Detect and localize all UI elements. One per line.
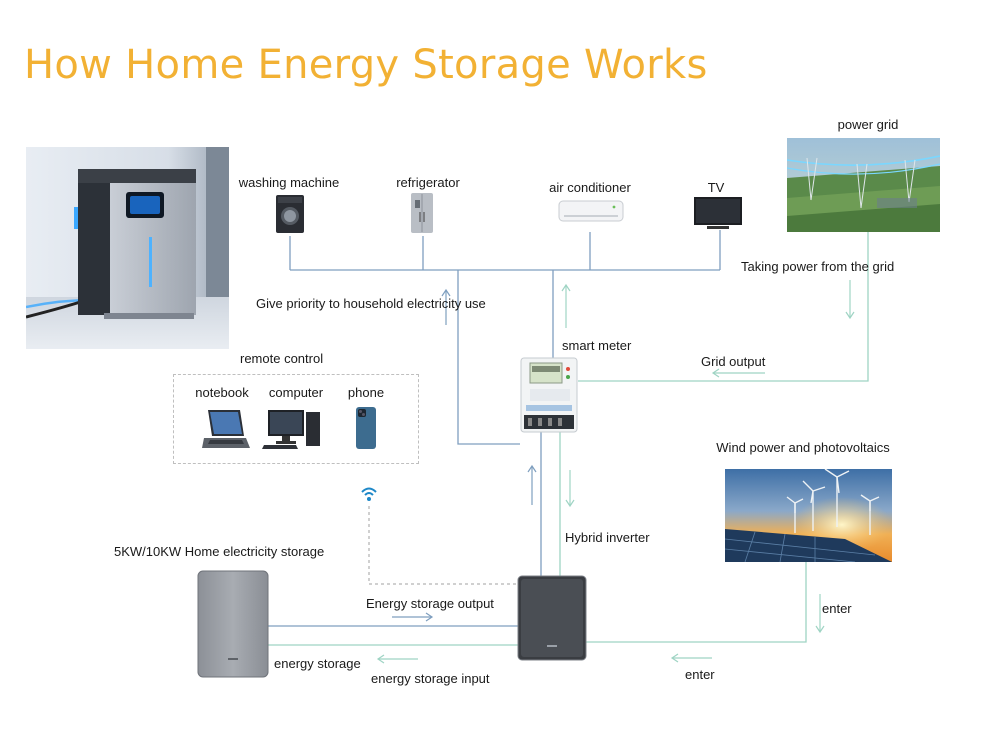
- storage-output-label: Energy storage output: [366, 596, 494, 611]
- energy-storage-label: energy storage: [274, 656, 361, 671]
- phone-icon: [355, 406, 377, 450]
- notebook-icon: [200, 408, 250, 450]
- enter-right-label: enter: [822, 601, 852, 616]
- remote-control-label: remote control: [240, 351, 324, 366]
- power-grid-photo: [787, 138, 940, 232]
- washing-machine-label: washing machine: [238, 175, 340, 190]
- storage-input-label: energy storage input: [371, 671, 490, 686]
- page-title: How Home Energy Storage Works: [24, 42, 708, 88]
- air-conditioner-label: air conditioner: [549, 180, 631, 195]
- washing-machine-icon: [275, 194, 305, 234]
- hybrid-inverter-device: [517, 575, 587, 661]
- home-battery-photo: [26, 147, 229, 349]
- air-conditioner-icon: [558, 200, 624, 222]
- wind-pv-label: Wind power and photovoltaics: [716, 440, 890, 455]
- tv-label: TV: [707, 180, 725, 195]
- taking-power-label: Taking power from the grid: [741, 259, 895, 274]
- computer-icon: [262, 408, 324, 450]
- tv-icon: [693, 196, 743, 232]
- grid-output-label: Grid output: [701, 354, 766, 369]
- refrigerator-icon: [410, 192, 434, 234]
- phone-label: phone: [347, 385, 385, 400]
- storage-battery-device: [197, 570, 269, 678]
- wind-pv-photo: [725, 469, 892, 562]
- priority-label: Give priority to household electricity u…: [256, 296, 486, 311]
- storage-unit-label: 5KW/10KW Home electricity storage: [114, 544, 325, 559]
- power-grid-label: power grid: [837, 117, 899, 132]
- wifi-icon: [360, 485, 378, 503]
- smart-meter-label: smart meter: [562, 338, 632, 353]
- computer-label: computer: [268, 385, 324, 400]
- refrigerator-label: refrigerator: [396, 175, 460, 190]
- enter-bottom-label: enter: [685, 667, 715, 682]
- notebook-label: notebook: [195, 385, 249, 400]
- smart-meter-device: [520, 357, 578, 433]
- hybrid-inverter-label: Hybrid inverter: [565, 530, 650, 545]
- remote-control-box: [173, 374, 419, 464]
